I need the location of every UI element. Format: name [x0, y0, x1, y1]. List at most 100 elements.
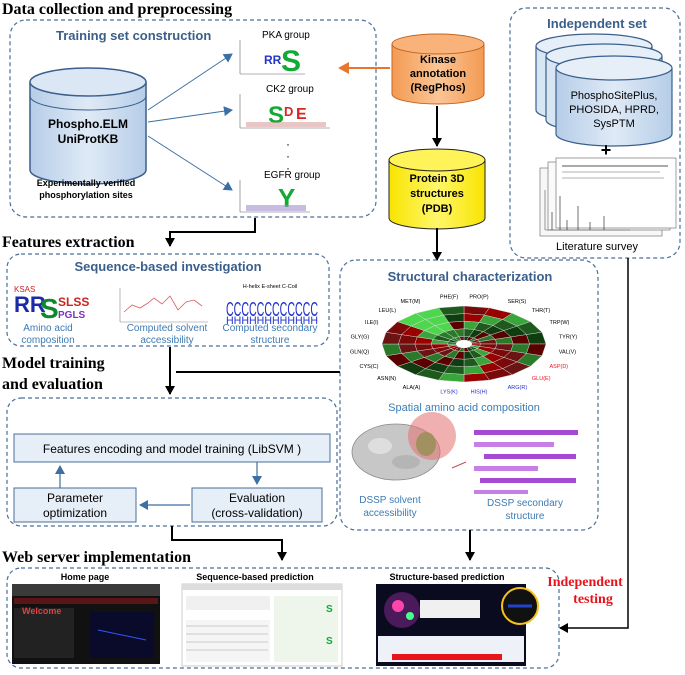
residue-label: ASN(N) [377, 376, 396, 382]
wheel-cell [381, 343, 402, 356]
solvent-accessibility-plot [119, 288, 208, 323]
parameter-line1: Parameter [47, 491, 103, 505]
residue-label: VAL(V) [559, 350, 576, 356]
arrow-to-ck2-group [147, 106, 233, 123]
amino-acid-composition-logo: RR S SLSS PGLS KSAS [12, 282, 112, 324]
secondary-structure-logo: CCCCCCCCCCCC HHHHHHHHHHHH [226, 299, 318, 327]
independent-testing-line1: Independent [547, 575, 623, 590]
training-to-sequence-arrow [165, 218, 256, 247]
ck2-group-label: CK2 group [266, 84, 314, 95]
wheel-cell [526, 332, 547, 345]
protein-surface-image [351, 412, 456, 481]
svg-text:PGLS: PGLS [58, 310, 86, 321]
svg-text:SLSS: SLSS [58, 295, 89, 309]
parameter-line2: optimization [43, 506, 107, 520]
residue-label: SER(S) [508, 299, 527, 305]
ellipsis-dots-2: · [286, 149, 290, 163]
svg-text:KSAS: KSAS [14, 285, 35, 294]
residue-label: ARG(R) [508, 385, 528, 391]
sequence-prediction-label: Sequence-based prediction [196, 572, 314, 582]
section-title-data-collection: Data collection and preprocessing [2, 1, 232, 18]
training-set-panel [9, 19, 377, 218]
solvent-accessibility-line2: accessibility [140, 335, 193, 346]
independent-set-title: Independent set [547, 16, 647, 31]
aa-composition-line1: Amino acid [23, 323, 72, 334]
egfr-sequence-logo: Y [239, 180, 310, 213]
aa-composition-line2: composition [21, 335, 74, 346]
svg-text:S: S [40, 293, 59, 324]
kinase-label-line3: (RegPhos) [411, 82, 466, 94]
ellipsis-dots-1: · [286, 137, 290, 151]
residue-labels: PRO(P)SER(S)THR(T)TRP(W)TYR(Y)VAL(V)ASP(… [350, 295, 577, 396]
evaluation-line1: Evaluation [229, 491, 285, 505]
literature-survey-image [539, 157, 677, 237]
svg-text:CCCCCCCCCCCC: CCCCCCCCCCCC [226, 299, 318, 321]
literature-survey-label: Literature survey [556, 241, 638, 253]
structural-title: Structural characterization [388, 269, 553, 284]
section-title-model-training: Model training [2, 355, 105, 372]
web-server-panel [6, 567, 560, 669]
plus-sign: + [601, 140, 612, 160]
structure-prediction-label: Structure-based prediction [389, 572, 504, 582]
residue-label: CYS(C) [360, 364, 379, 370]
residue-label: PRO(P) [469, 295, 488, 301]
arrow-to-pka-group [147, 53, 233, 111]
egfr-group-label: EGFR group [264, 170, 321, 181]
ss-legend: H-helix E-sheet C-Coil [243, 284, 297, 290]
training-set-title: Training set construction [56, 28, 211, 43]
pdb-label-line3: (PDB) [422, 203, 453, 215]
evaluation-box [191, 487, 323, 523]
evaluation-line2: (cross-validation) [211, 506, 302, 520]
solvent-accessibility-line1: Computed solvent [127, 323, 208, 334]
residue-label: HIS(H) [471, 389, 488, 395]
home-page-label: Home page [61, 572, 110, 582]
dssp-solvent-line1: DSSP solvent [359, 495, 421, 506]
svg-text:S: S [326, 604, 333, 615]
kinase-label-line2: annotation [410, 68, 466, 80]
spatial-caption: Spatial amino acid composition [388, 402, 540, 414]
svg-text:S: S [281, 45, 301, 78]
residue-label: THR(T) [532, 308, 550, 314]
pka-sequence-logo: RR S [239, 40, 305, 78]
residue-label: LYS(K) [440, 389, 457, 395]
wheel-hub [456, 340, 472, 348]
indep-db-line3: SysPTM [593, 118, 635, 130]
phospho-elm-label: Phospho.ELM [48, 117, 128, 131]
residue-label: GLN(Q) [350, 350, 369, 356]
features-encoding-label: Features encoding and model training (Li… [43, 442, 301, 456]
model-to-web-arrow [171, 526, 287, 561]
section-title-features-extraction: Features extraction [2, 234, 135, 251]
home-page-screenshot [12, 584, 160, 664]
sequence-prediction-screenshot: S S [181, 583, 343, 667]
pdb-database-icon [388, 148, 486, 230]
indep-db-line1: PhosphoSitePlus, [571, 90, 658, 102]
pdb-label-line1: Protein 3D [409, 173, 464, 185]
svg-text:HHHHHHHHHHHH: HHHHHHHHHHHH [226, 315, 318, 327]
independent-testing-arrow [559, 258, 629, 633]
dssp-secondary-line2: structure [506, 511, 545, 522]
features-encoding-box [13, 433, 331, 463]
secondary-structure-line1: Computed secondary [222, 323, 317, 334]
surface-to-ss-connector [451, 461, 467, 469]
svg-text:D: D [284, 104, 293, 119]
ellipsis-dots-3: · [286, 161, 290, 175]
section-title-web-server: Web server implementation [2, 549, 191, 566]
training-caption-line2: phosphorylation sites [39, 190, 133, 200]
residue-label: TYR(Y) [559, 335, 578, 341]
residue-label: ILE(I) [365, 320, 379, 326]
sequence-investigation-title: Sequence-based investigation [74, 259, 261, 274]
residue-label: PHE(F) [440, 295, 459, 301]
training-caption-line1: Experimentally verified [37, 178, 136, 188]
sequence-investigation-panel [6, 253, 330, 347]
phospho-elm-database-icon [29, 67, 147, 185]
residue-label: TRP(W) [550, 320, 570, 326]
indep-db-line2: PHOSIDA, HPRD, [569, 104, 659, 116]
svg-text:E: E [296, 106, 307, 123]
section-title-evaluation: and evaluation [2, 376, 103, 393]
svg-text:RR: RR [264, 53, 282, 67]
svg-text:S: S [326, 636, 333, 647]
residue-label: GLU(E) [532, 376, 551, 382]
ck2-sequence-logo: S D E [239, 94, 330, 129]
residue-label: GLY(G) [351, 335, 370, 341]
